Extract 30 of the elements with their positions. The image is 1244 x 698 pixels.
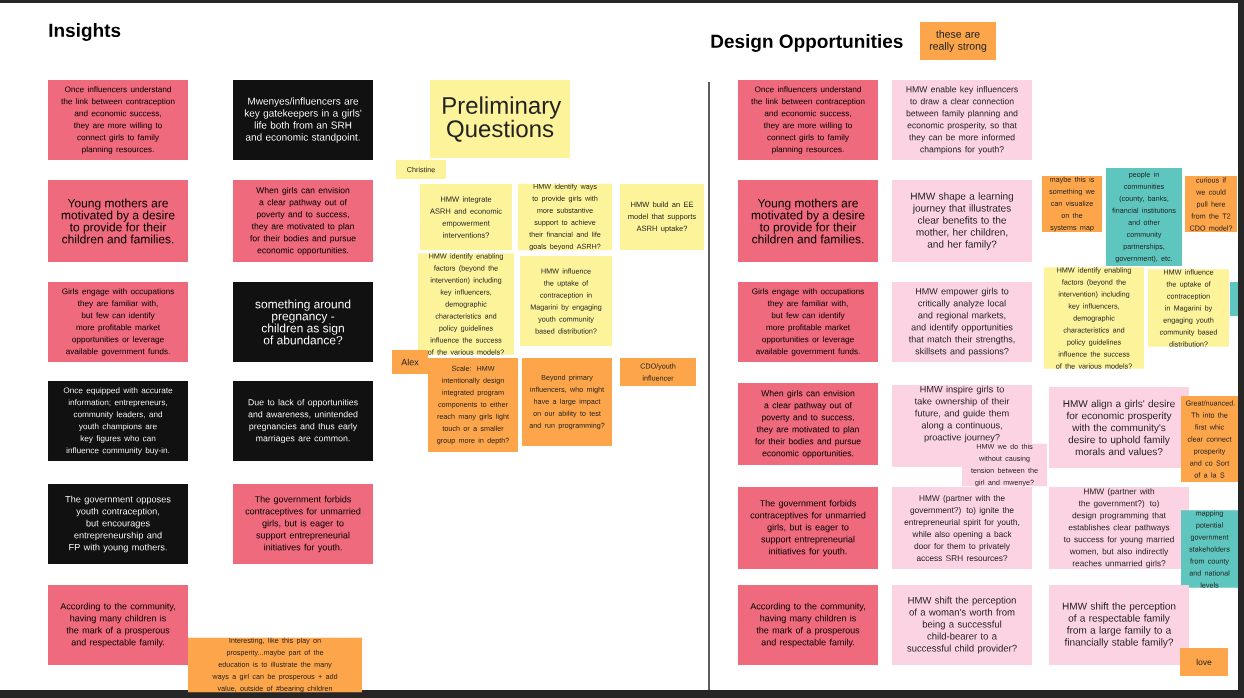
sticky-note: HMW shape a learning journey that illustrates clear benefits to the mother, her children, and her family? <box>892 180 1032 262</box>
sticky-note: Preliminary Questions <box>430 80 570 158</box>
sticky-note: The government opposes youth contraception, but encourages entrepreneurship and FP with young mothers. <box>48 484 188 564</box>
sticky-note: According to the community, having many children is the mark of a prosperous and respectable family. <box>48 585 188 665</box>
sticky-note: When girls can envision a clear pathway out of poverty and to success, they are motivated to plan for their bodies and pursue economic opportunities. <box>738 383 878 465</box>
sticky-note: HMW shift the perception of a respectable family from a large family to a financially stable family? <box>1049 585 1189 665</box>
sticky-note: Mwenyes/influencers are key gatekeepers in a girls' life both from an SRH and economic standpoint. <box>233 80 373 160</box>
sticky-note: Young mothers are motivated by a desire to provide for their children and families. <box>48 180 188 262</box>
sticky-note: Once influencers understand the link between contraception and economic success, they are more willing to connect girls to family planning resources. <box>48 80 188 160</box>
sticky-note: HMW (partner with the government?) to) design programming that establishes clear pathways to success for young married women, but also indirectly reaches unmarried girls? <box>1049 487 1189 569</box>
sticky-note: love <box>1180 648 1228 676</box>
sticky-note: Young mothers are motivated by a desire to provide for their children and families. <box>738 180 878 262</box>
sticky-note: The government forbids contraceptives for unmarried girls, but is eager to support entrepreneurial initiatives for youth. <box>738 487 878 569</box>
sticky-note: Due to lack of opportunities and awareness, unintended pregnancies and thus early marriages are common. <box>233 381 373 461</box>
sticky-note: Girls engage with occupations they are familiar with, but few can identify more profitable market opportunities or leverage available government funds. <box>738 282 878 362</box>
sticky-note: The government forbids contraceptives for unmarried girls, but is eager to support entrepreneurial initiatives for youth. <box>233 484 373 564</box>
sticky-note: Girls engage with occupations they are familiar with, but few can identify more profitable market opportunities or leverage available government funds. <box>48 282 188 362</box>
sticky-note: HMW shift the perception of a woman's worth from being a successful child-bearer to a successful child provider? <box>892 585 1032 665</box>
sticky-note: something around pregnancy - children as sign of abundance? <box>233 282 373 362</box>
sticky-note: these are really strong <box>920 22 996 60</box>
sticky-note: Alex <box>392 350 428 374</box>
section-heading: Design Opportunities <box>711 34 903 52</box>
sticky-note: When girls can envision a clear pathway out of poverty and to success, they are motivated to plan for their bodies and pursue economic opportunities. <box>233 180 373 262</box>
sticky-note: Once equipped with accurate information; entrepreneurs, community leaders, and youth champions are key figures who can influence community buy-in. <box>48 381 188 461</box>
sticky-note: HMW enable key influencers to draw a clear connection between family planning and economic prosperity, so that they can be more informed champions for youth? <box>892 80 1032 160</box>
sticky-note <box>1230 282 1238 316</box>
section-heading: Insights <box>49 23 121 41</box>
sticky-note: Once influencers understand the link between contraception and economic success, they are more willing to connect girls to family planning resources. <box>738 80 878 160</box>
sticky-note: According to the community, having many children is the mark of a prosperous and respectable family. <box>738 585 878 665</box>
sticky-note: HMW empower girls to critically analyze local and regional markets, and identify opportunities that match their strengths, skillsets and passions? <box>892 282 1032 362</box>
